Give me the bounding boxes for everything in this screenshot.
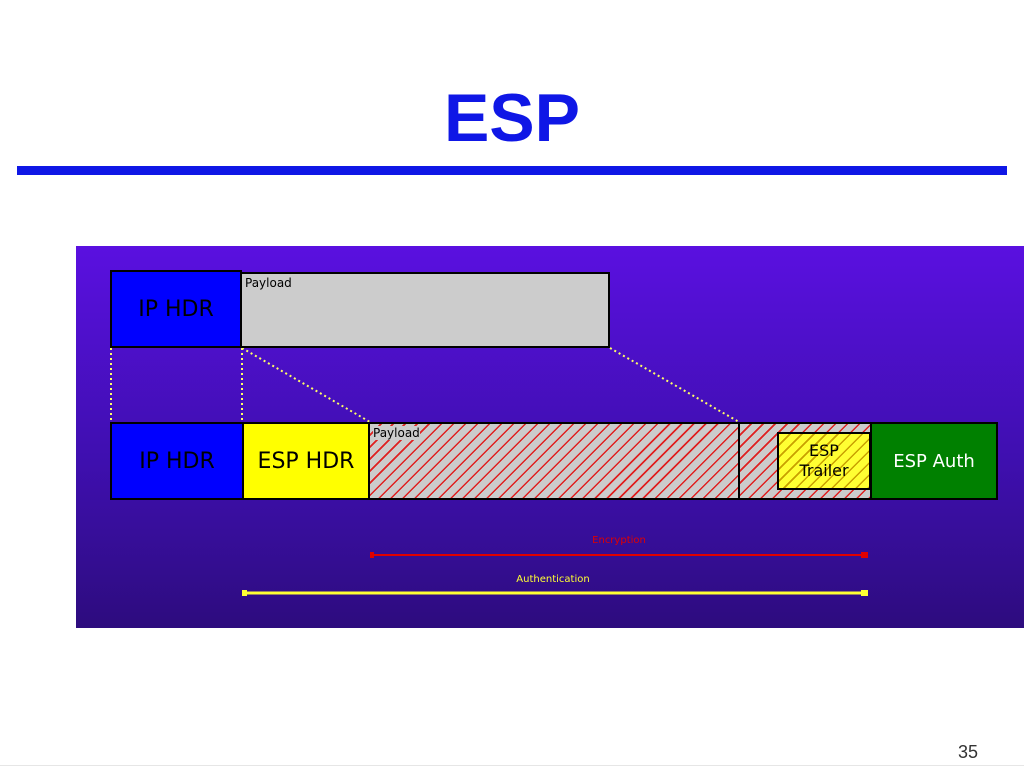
encryption-range-start-marker bbox=[370, 552, 374, 558]
authentication-range-start-marker bbox=[242, 590, 247, 596]
esp-trailer-box: ESP Trailer bbox=[777, 432, 871, 490]
authentication-range-end-marker bbox=[861, 590, 868, 596]
original-ip-hdr-label: IP HDR bbox=[138, 296, 214, 322]
esp-trailer-label-line1: ESP bbox=[809, 441, 839, 460]
authentication-range-label: Authentication bbox=[516, 574, 590, 585]
esp-payload-label: Payload bbox=[373, 426, 420, 440]
esp-auth-label: ESP Auth bbox=[893, 450, 975, 472]
esp-payload-box: Payload bbox=[368, 422, 740, 500]
connector-lines bbox=[110, 347, 868, 596]
esp-hdr-box: ESP HDR bbox=[242, 422, 370, 500]
esp-diagram-panel: IP HDR Payload IP HDR ESP HDR Payload ES… bbox=[76, 246, 1024, 628]
encryption-range-end-marker bbox=[861, 552, 868, 558]
title-underline bbox=[17, 166, 1007, 175]
original-ip-hdr-box: IP HDR bbox=[110, 270, 242, 348]
original-payload-box: Payload bbox=[240, 272, 610, 348]
esp-hdr-label: ESP HDR bbox=[257, 448, 355, 474]
esp-auth-box: ESP Auth bbox=[870, 422, 998, 500]
page-number: 35 bbox=[957, 742, 978, 762]
original-payload-label: Payload bbox=[245, 276, 292, 290]
connector-payload-left bbox=[241, 347, 371, 423]
esp-ip-hdr-label: IP HDR bbox=[139, 448, 215, 474]
bottom-divider bbox=[0, 765, 1024, 766]
esp-ip-hdr-box: IP HDR bbox=[110, 422, 244, 500]
esp-trailer-label-line2: Trailer bbox=[799, 461, 849, 480]
encryption-range-label: Encryption bbox=[592, 535, 646, 546]
slide-title: ESP bbox=[443, 80, 581, 156]
connector-payload-right bbox=[609, 347, 740, 423]
